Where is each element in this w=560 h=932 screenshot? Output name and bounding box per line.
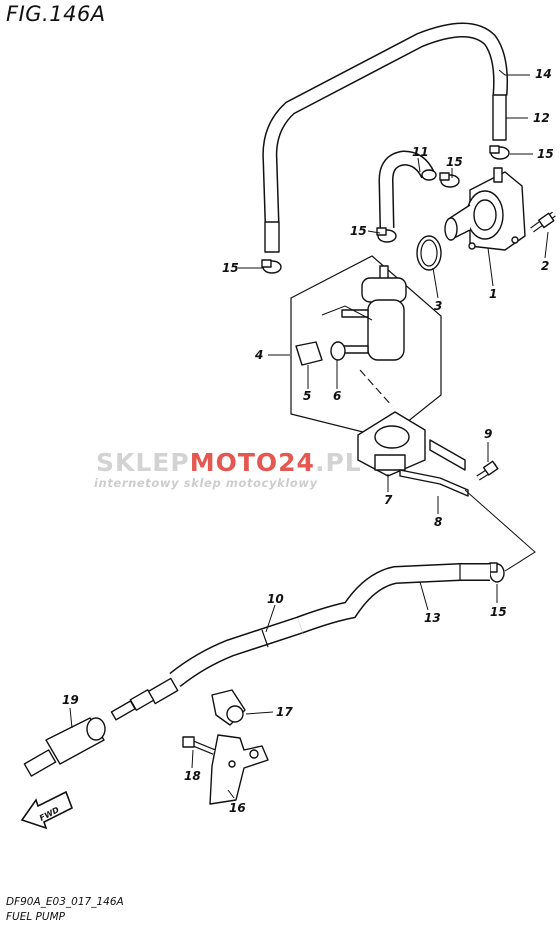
o-ring-3 <box>416 235 442 271</box>
reference-line <box>464 489 536 572</box>
bolt-9 <box>476 460 499 481</box>
hose-end-left <box>264 221 280 253</box>
drawing-name: FUEL PUMP <box>6 911 65 923</box>
clip-15-lower-right <box>489 562 505 583</box>
callout-1: 1 <box>489 287 497 301</box>
hose-coupling <box>110 677 179 721</box>
callout-5: 5 <box>303 389 311 403</box>
fwd-arrow-icon: FWD <box>20 790 74 830</box>
callout-19: 19 <box>62 693 79 707</box>
clip-17 <box>211 689 246 726</box>
callout-15-left: 15 <box>222 261 239 275</box>
drawing-code: DF90A_E03_017_146A <box>6 896 124 908</box>
hose-13 <box>296 563 490 634</box>
callout-15-pump-left: 15 <box>446 155 463 169</box>
callout-9: 9 <box>484 427 492 441</box>
clip-15-upper-center <box>376 227 397 243</box>
hose-11 <box>378 150 437 229</box>
callout-4: 4 <box>254 348 263 362</box>
watermark-tagline: internetowy sklep motocyklowy <box>94 476 318 490</box>
filter-assembly-box <box>290 255 442 439</box>
clip-15-left <box>261 259 282 274</box>
callout-7: 7 <box>384 493 393 507</box>
hose-12 <box>492 94 507 141</box>
watermark: SKLEPMOTO24.PL internetowy sklep motocyk… <box>94 448 362 490</box>
bracket-16 <box>209 734 269 805</box>
bracket-7 <box>357 411 426 477</box>
callout-labels: 14 12 11 15 15 15 15 2 1 3 4 5 6 7 8 9 1… <box>62 67 554 815</box>
callout-14: 14 <box>535 67 552 81</box>
bolt-18 <box>182 736 216 755</box>
clip-15-top-right <box>489 145 510 160</box>
alignment-line <box>359 369 393 407</box>
callout-11: 11 <box>412 145 429 159</box>
hose-14 <box>262 22 508 223</box>
callout-13: 13 <box>424 611 441 625</box>
fuel-pump-1 <box>444 167 526 251</box>
callout-15-upper-center: 15 <box>350 224 367 238</box>
callout-6: 6 <box>333 389 341 403</box>
bolt-2 <box>530 211 556 233</box>
callout-18: 18 <box>184 769 201 783</box>
cap-5 <box>295 341 323 366</box>
watermark-brand: SKLEPMOTO24.PL <box>96 448 362 477</box>
hose-10 <box>169 616 303 688</box>
callout-10: 10 <box>267 592 284 606</box>
clip-15-pump-left <box>439 172 460 188</box>
bracket-8 <box>399 439 469 497</box>
callout-15-lower-right: 15 <box>490 605 507 619</box>
figure-title: FIG.146A <box>6 2 106 26</box>
callout-3: 3 <box>434 299 442 313</box>
filter-leader <box>321 305 373 321</box>
callout-2: 2 <box>541 259 549 273</box>
callout-17: 17 <box>276 705 293 719</box>
clip-6 <box>330 341 346 361</box>
leader-lines <box>69 69 549 799</box>
callout-15-top-right: 15 <box>537 147 554 161</box>
callout-12: 12 <box>533 111 550 125</box>
callout-16: 16 <box>229 801 246 815</box>
callout-8: 8 <box>434 515 442 529</box>
fuel-filter <box>337 265 407 361</box>
connector-19 <box>23 717 106 777</box>
